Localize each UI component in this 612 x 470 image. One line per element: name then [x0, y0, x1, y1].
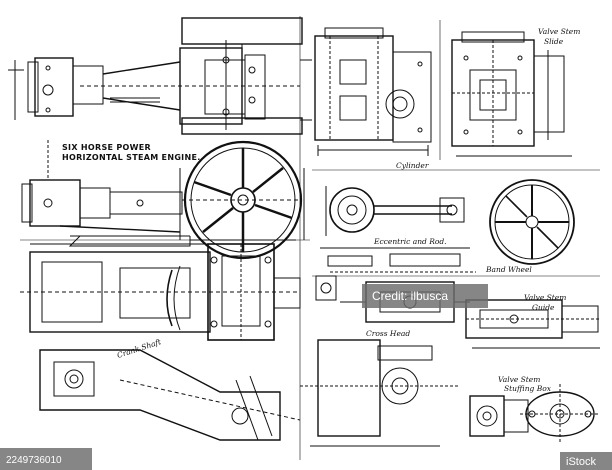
watermark-image-id: 2249736010 — [6, 455, 62, 466]
watermark-credit-text: Credit: ilbusca — [372, 289, 448, 303]
crank-shaft-drawing — [39, 349, 301, 441]
watermark-brand: iStock — [566, 456, 596, 468]
valve-stem-guide-drawing — [465, 299, 600, 349]
label-cross-head: Cross Head — [366, 329, 410, 338]
engine-bed-plan — [20, 243, 301, 341]
engine-plan-view — [8, 17, 303, 135]
dimension-lines — [20, 16, 600, 460]
engine-side-elevation — [21, 140, 305, 260]
watermark-id-bar: 2249736010 — [0, 448, 92, 470]
label-valve-stem-guide-2: Guide — [532, 303, 555, 312]
valve-stem-slide-drawing — [451, 31, 572, 157]
label-eccentric-and-rod: Eccentric and Rod. — [373, 237, 447, 246]
watermark-brand-bar: iStock — [560, 452, 612, 470]
label-valve-stem-slide-2: Slide — [544, 37, 564, 46]
label-valve-stem-slide-1: Valve Stem — [538, 27, 580, 36]
title-line-2: HORIZONTAL STEAM ENGINE. — [62, 153, 201, 162]
label-cylinder: Cylinder — [396, 161, 429, 170]
label-stuffing-box-2: Stuffing Box — [504, 384, 552, 393]
label-band-wheel: Band Wheel — [485, 265, 532, 274]
label-crank-shaft: Crank Shaft — [116, 337, 163, 360]
watermark-credit-bar: Credit: ilbusca — [362, 284, 488, 308]
label-valve-stem-guide-1: Valve Stem — [524, 293, 566, 302]
cylinder-drawing — [300, 27, 432, 156]
label-stuffing-box-1: Valve Stem — [498, 375, 540, 384]
title-line-1: SIX HORSE POWER — [62, 143, 151, 152]
cylinder-head-drawing — [300, 339, 460, 447]
band-wheel-drawing — [489, 179, 575, 265]
stuffing-box-drawing — [469, 384, 600, 444]
eccentric-and-rod-drawing — [320, 186, 476, 273]
